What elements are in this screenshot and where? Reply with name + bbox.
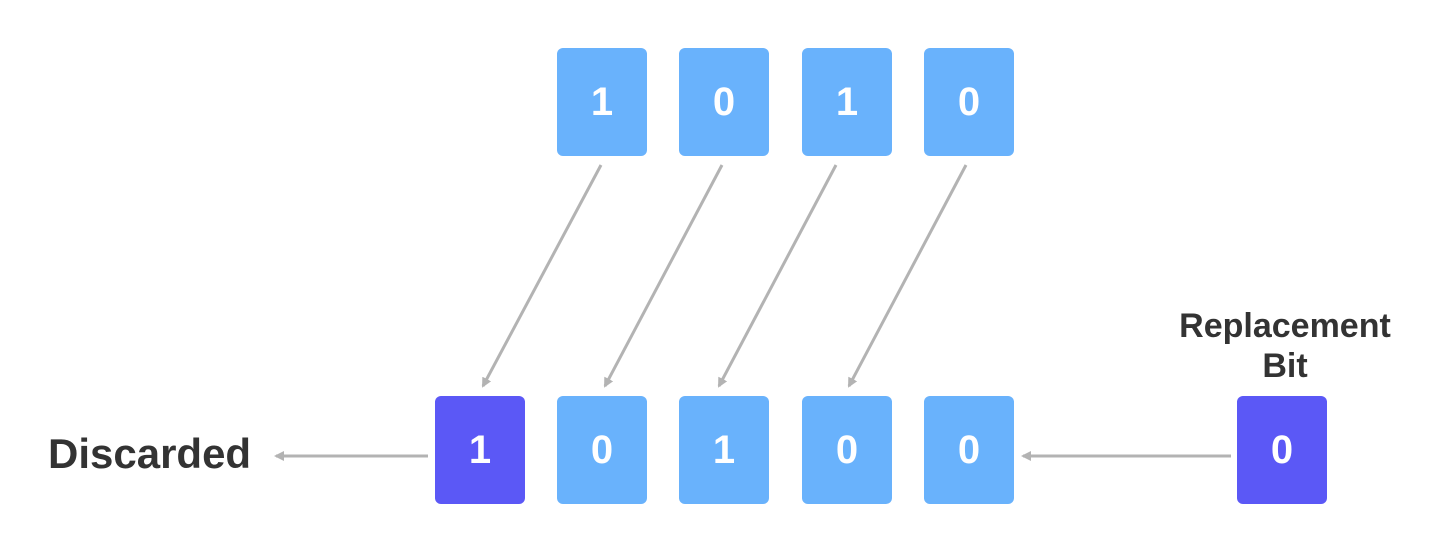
shifted-bit-2: 1 bbox=[679, 396, 769, 504]
discarded-bit: 1 bbox=[435, 396, 525, 504]
replacement-label-line-1: Replacement bbox=[1179, 307, 1391, 345]
shift-arrow-1 bbox=[481, 164, 603, 388]
shift-arrow-4 bbox=[847, 164, 968, 388]
original-bit-1: 1 bbox=[557, 48, 647, 156]
replacement-bit: 0 bbox=[1237, 396, 1327, 504]
original-bit-4: 0 bbox=[924, 48, 1014, 156]
replacement-label: Replacement Bit bbox=[1160, 306, 1410, 386]
shifted-bit-1: 0 bbox=[557, 396, 647, 504]
discarded-label: Discarded bbox=[48, 430, 252, 477]
shift-arrow-2 bbox=[603, 164, 724, 388]
original-bit-2: 0 bbox=[679, 48, 769, 156]
shift-arrow-3 bbox=[717, 164, 838, 388]
replacement-label-line-2: Bit bbox=[1262, 347, 1308, 385]
original-bit-3: 1 bbox=[802, 48, 892, 156]
shifted-bit-4: 0 bbox=[924, 396, 1014, 504]
shifted-bit-3: 0 bbox=[802, 396, 892, 504]
